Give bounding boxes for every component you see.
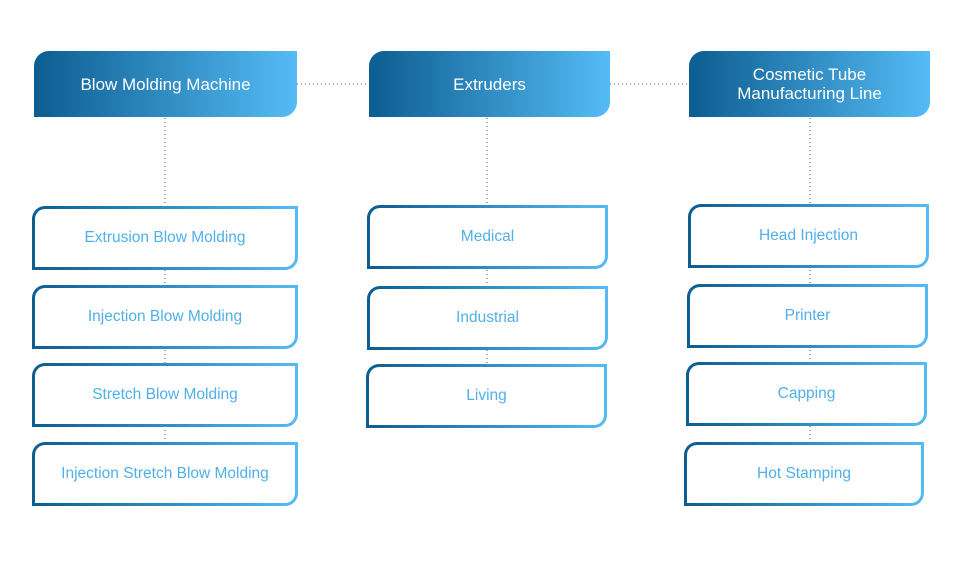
node-stretch-blow-molding[interactable]: Stretch Blow Molding [32, 363, 298, 427]
node-extrusion-blow-molding[interactable]: Extrusion Blow Molding [32, 206, 298, 270]
node-medical[interactable]: Medical [367, 205, 608, 269]
node-hot-stamping[interactable]: Hot Stamping [684, 442, 924, 506]
node-head-injection[interactable]: Head Injection [688, 204, 929, 268]
node-industrial[interactable]: Industrial [367, 286, 608, 350]
node-capping[interactable]: Capping [686, 362, 927, 426]
node-injection-blow-molding[interactable]: Injection Blow Molding [32, 285, 298, 349]
node-injection-stretch-blow-molding[interactable]: Injection Stretch Blow Molding [32, 442, 298, 506]
node-living[interactable]: Living [366, 364, 607, 428]
header-cosmetic-tube-manufacturing-line[interactable]: Cosmetic Tube Manufacturing Line [689, 51, 930, 117]
node-printer[interactable]: Printer [687, 284, 928, 348]
header-blow-molding-machine[interactable]: Blow Molding Machine [34, 51, 297, 117]
header-extruders[interactable]: Extruders [369, 51, 610, 117]
